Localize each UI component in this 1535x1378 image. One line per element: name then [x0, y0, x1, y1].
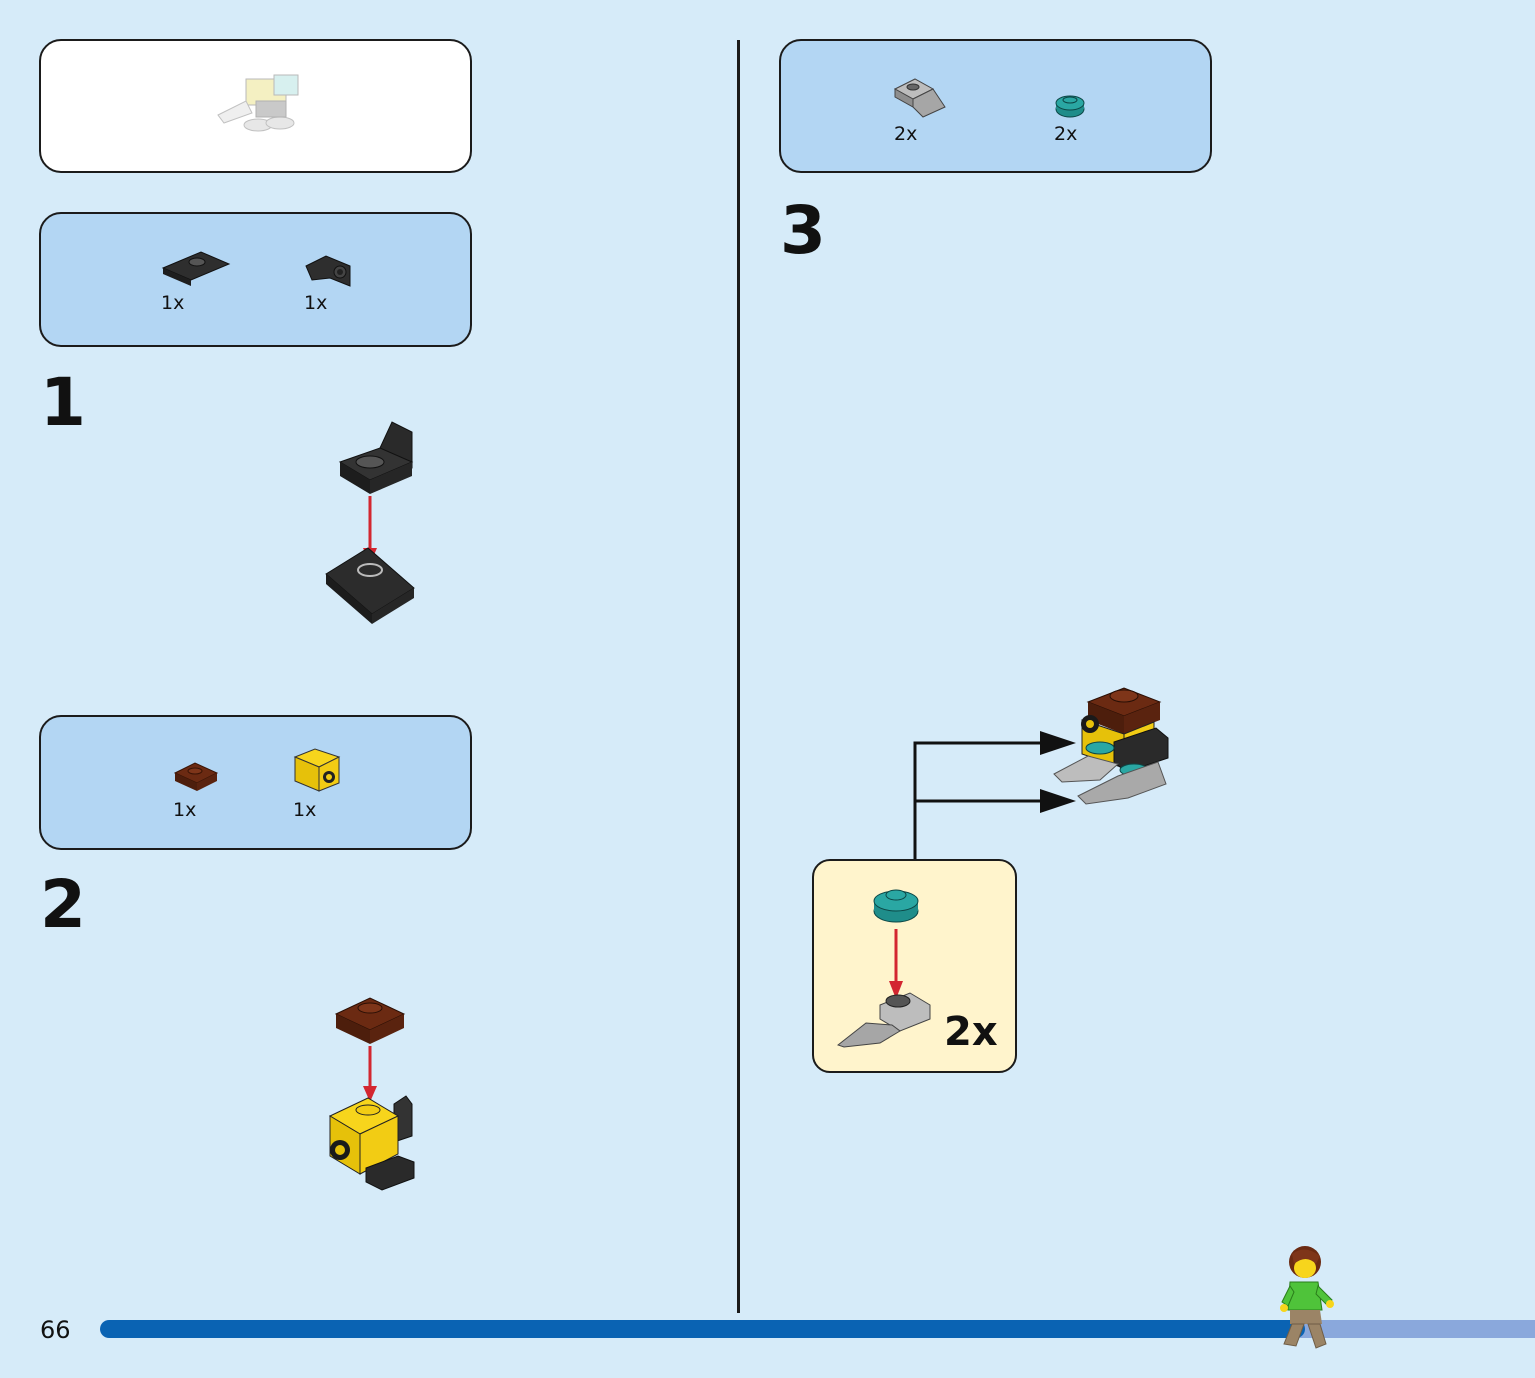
- teal-round-plate-icon: [873, 889, 919, 923]
- yellow-brick-with-stud-side-icon: [328, 1095, 415, 1191]
- step-2-parts-box: 1x 1x: [39, 715, 472, 850]
- brown-plate-1x1-icon: [334, 997, 406, 1044]
- grey-wedge-tip-plate-icon: [836, 992, 931, 1048]
- step-3-part-1-qty: 2x: [894, 123, 918, 145]
- page-number: 66: [40, 1316, 71, 1344]
- completed-model-preview-icon: [217, 74, 299, 132]
- red-assembly-arrow: [889, 929, 903, 999]
- step-3-part-2-qty: 2x: [1054, 123, 1078, 145]
- step-1-parts-box: 1x 1x: [39, 212, 472, 347]
- step-1-part-2-qty: 1x: [304, 292, 328, 314]
- step-3-number: 3: [780, 192, 826, 269]
- sub-assembly-callout: 2x: [812, 859, 1017, 1073]
- step-3-assembly-illustration: [1053, 687, 1169, 805]
- callout-multiplier: 2x: [944, 1009, 998, 1055]
- walking-minifigure-icon: [1280, 1246, 1334, 1349]
- step-2-part-1-qty: 1x: [173, 799, 197, 821]
- step-1-assembly-illustration: [325, 421, 415, 624]
- step-1-part-1-qty: 1x: [161, 292, 185, 314]
- model-preview-box: [39, 39, 472, 173]
- black-jumper-plate-icon: [325, 547, 415, 624]
- step-2-assembly-illustration: [328, 997, 415, 1191]
- grey-wedge-tip-plate-icon: [893, 78, 946, 118]
- step-2-part-2-qty: 1x: [293, 799, 317, 821]
- black-bracket-icon: [338, 421, 414, 494]
- teal-round-plate-icon: [1055, 95, 1085, 118]
- yellow-brick-with-stud-side-icon: [293, 748, 341, 792]
- step-3-parts-box: 2x 2x: [779, 39, 1212, 173]
- column-divider: [737, 40, 740, 1313]
- progress-bar: [100, 1320, 1535, 1338]
- black-jumper-plate-icon: [161, 251, 231, 286]
- progress-bar-fill: [100, 1320, 1306, 1338]
- step-2-number: 2: [40, 866, 86, 943]
- step-3-connector-arrows: [913, 731, 1076, 860]
- brown-plate-1x1-icon: [173, 762, 219, 791]
- step-1-number: 1: [40, 364, 86, 441]
- black-bracket-icon: [305, 255, 351, 287]
